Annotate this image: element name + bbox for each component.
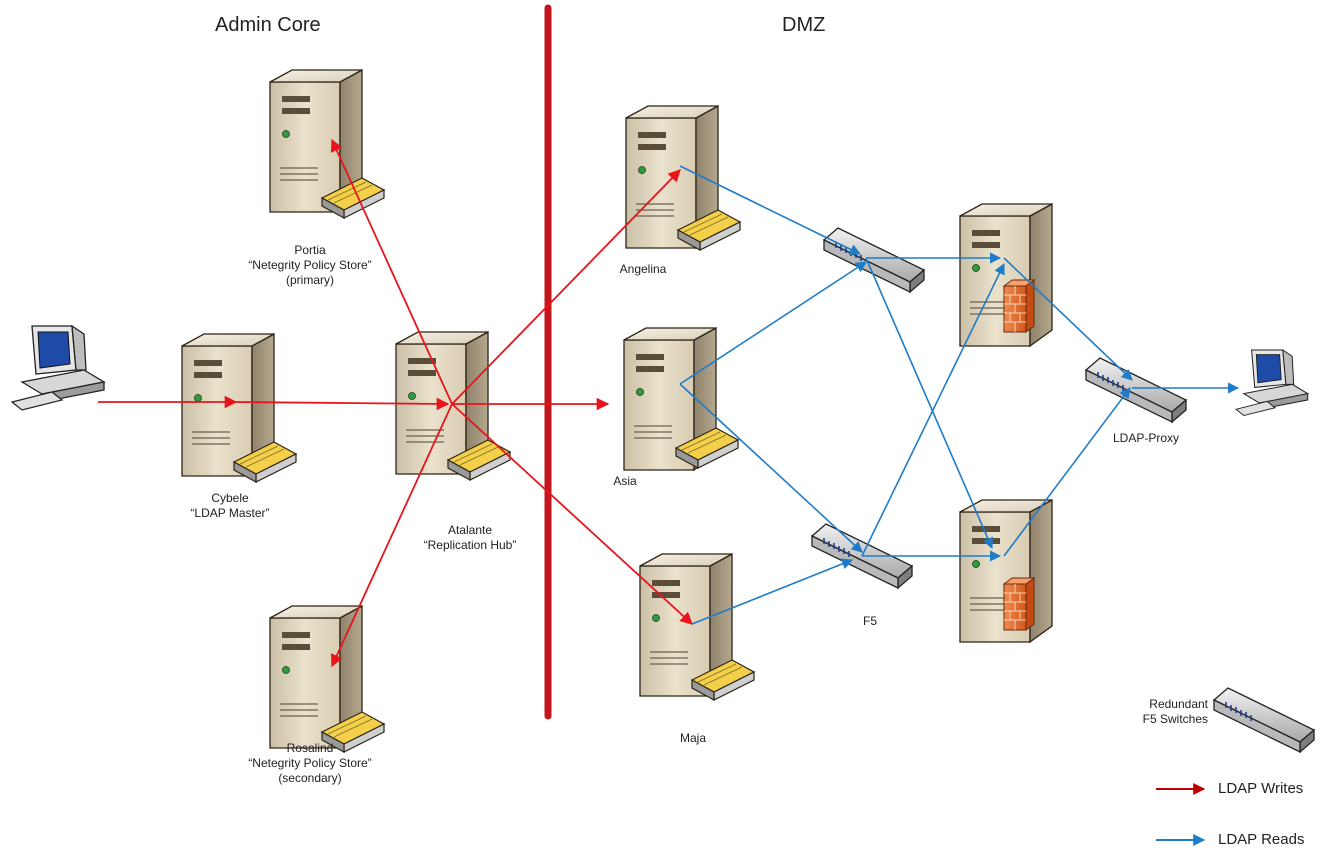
atalante-role: “Replication Hub” bbox=[423, 538, 517, 552]
label-angelina: Angelina bbox=[619, 262, 667, 276]
cybele-role: “LDAP Master” bbox=[190, 506, 270, 520]
label-atalante: Atalante “Replication Hub” bbox=[400, 523, 540, 553]
portia-note: (primary) bbox=[286, 273, 334, 287]
f5-switch-top-icon bbox=[823, 227, 925, 293]
label-asia: Asia bbox=[613, 474, 637, 488]
ldap-proxy-switch-icon bbox=[1085, 357, 1187, 423]
rosalind-name: Rosalind bbox=[286, 741, 334, 755]
legend-switch-line1: Redundant bbox=[1149, 697, 1208, 711]
server-rosalind-icon bbox=[269, 605, 385, 753]
portia-role: “Netegrity Policy Store” bbox=[248, 258, 372, 272]
ldap-reads-links bbox=[679, 165, 1240, 625]
label-ldap-proxy: LDAP-Proxy bbox=[1112, 431, 1180, 445]
zone-title-admin-core: Admin Core bbox=[215, 14, 321, 36]
server-portia-icon bbox=[269, 69, 385, 219]
rosalind-note: (secondary) bbox=[278, 771, 342, 785]
label-portia: Portia “Netegrity Policy Store” (primary… bbox=[225, 243, 395, 288]
label-rosalind: Rosalind “Netegrity Policy Store” (secon… bbox=[225, 741, 395, 786]
ldap-server-bottom-icon bbox=[959, 499, 1053, 643]
server-cybele-icon bbox=[181, 333, 297, 483]
server-angelina-icon bbox=[625, 105, 741, 251]
label-cybele: Cybele “LDAP Master” bbox=[160, 491, 300, 521]
legend-writes-label: LDAP Writes bbox=[1218, 780, 1304, 797]
label-maja: Maja bbox=[679, 731, 706, 745]
legend-switch-label: Redundant F5 Switches bbox=[1104, 697, 1208, 727]
portia-name: Portia bbox=[294, 243, 326, 257]
cybele-name: Cybele bbox=[211, 491, 249, 505]
server-asia-icon bbox=[623, 327, 739, 471]
rosalind-role: “Netegrity Policy Store” bbox=[248, 756, 372, 770]
server-maja-icon bbox=[639, 553, 755, 701]
legend-switch-icon bbox=[1213, 687, 1315, 753]
ldap-writes-links bbox=[98, 138, 693, 668]
legend-switch-line2: F5 Switches bbox=[1142, 712, 1208, 726]
zone-title-dmz: DMZ bbox=[782, 14, 826, 36]
legend-reads-label: LDAP Reads bbox=[1218, 831, 1305, 848]
admin-workstation-icon bbox=[11, 325, 105, 411]
client-workstation-icon bbox=[1235, 349, 1309, 417]
label-f5: F5 bbox=[862, 614, 877, 628]
atalante-name: Atalante bbox=[447, 523, 493, 537]
